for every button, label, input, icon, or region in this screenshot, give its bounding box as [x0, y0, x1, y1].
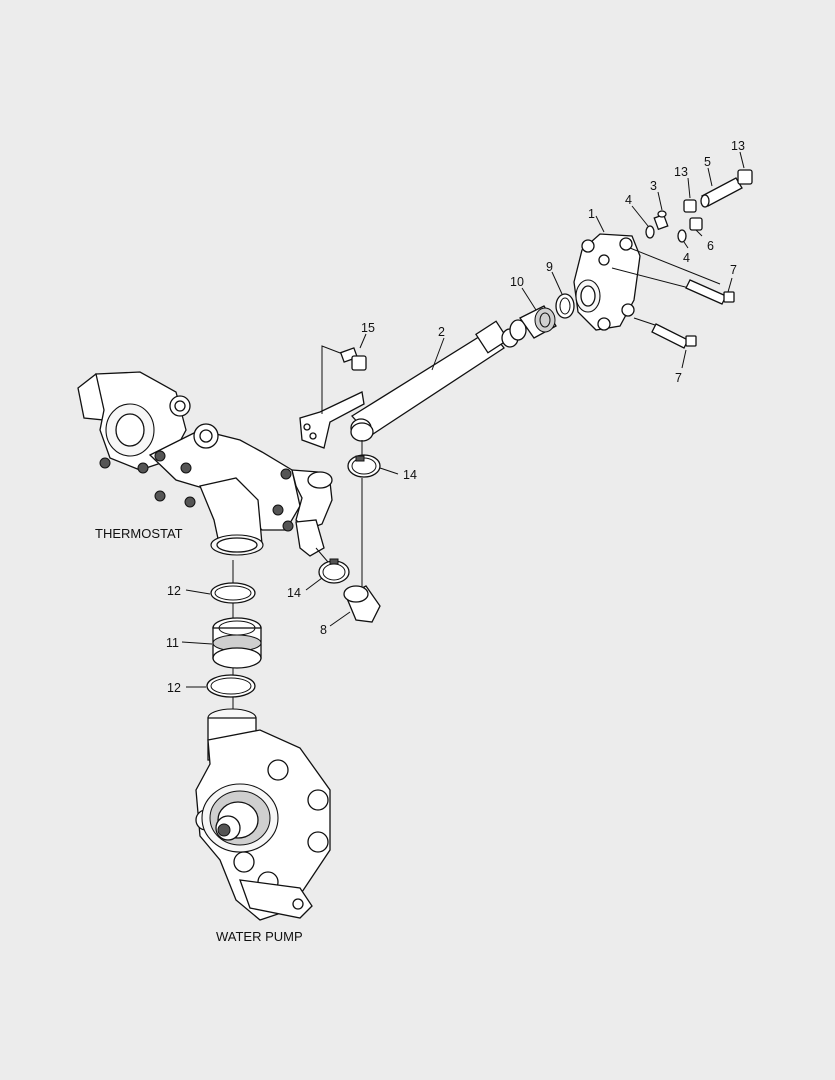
callout-14-upper: 14	[403, 468, 417, 482]
water-pipe	[350, 320, 519, 442]
washer-4-lower	[677, 229, 687, 243]
washer-4-upper	[645, 225, 655, 239]
cap-13-right	[737, 169, 753, 185]
callout-leaders	[181, 151, 745, 688]
callout-12-lower: 12	[167, 681, 181, 695]
callout-4-upper: 4	[625, 193, 632, 207]
thermostat-seal	[212, 617, 262, 669]
callout-15: 15	[361, 321, 375, 335]
callout-7-lower: 7	[675, 371, 682, 385]
o-ring-lower	[206, 674, 256, 698]
thermostat-caption: THERMOSTAT	[95, 526, 183, 541]
callout-14-lower: 14	[287, 586, 301, 600]
callout-1: 1	[588, 207, 595, 221]
union-fitting-10	[509, 305, 557, 341]
callout-7-upper: 7	[730, 263, 737, 277]
callout-labels: 1 2 3 4 4 5 6 7 7 8 9 10 11 12 12 13 13 …	[166, 139, 745, 695]
hose-clamp-upper	[347, 454, 381, 478]
o-ring-upper	[210, 582, 256, 604]
callout-6: 6	[707, 239, 714, 253]
callout-9: 9	[546, 260, 553, 274]
hose-8	[343, 585, 381, 623]
callout-2: 2	[438, 325, 445, 339]
stud-7-lower	[651, 323, 697, 349]
callout-8: 8	[320, 623, 327, 637]
callout-3: 3	[650, 179, 657, 193]
callout-4-lower: 4	[683, 251, 690, 265]
cap-13-left	[683, 199, 697, 213]
callout-10: 10	[510, 275, 524, 289]
bracket	[299, 391, 365, 449]
callout-11: 11	[166, 636, 179, 650]
adapter-housing	[573, 233, 641, 331]
stud-7-upper	[685, 279, 735, 305]
o-ring-9	[555, 293, 575, 319]
hose-clamp-lower	[318, 558, 350, 584]
plug-6	[689, 217, 703, 231]
thermostat-housing	[77, 371, 333, 557]
callout-13-right: 13	[731, 139, 745, 153]
callout-5: 5	[704, 155, 711, 169]
bolt-15	[339, 347, 367, 371]
water-pump	[195, 708, 331, 921]
callout-12-upper: 12	[167, 584, 181, 598]
fitting-3	[653, 210, 669, 231]
water-pump-caption: WATER PUMP	[216, 929, 303, 944]
callout-13-left: 13	[674, 165, 688, 179]
tube-5	[700, 177, 743, 208]
